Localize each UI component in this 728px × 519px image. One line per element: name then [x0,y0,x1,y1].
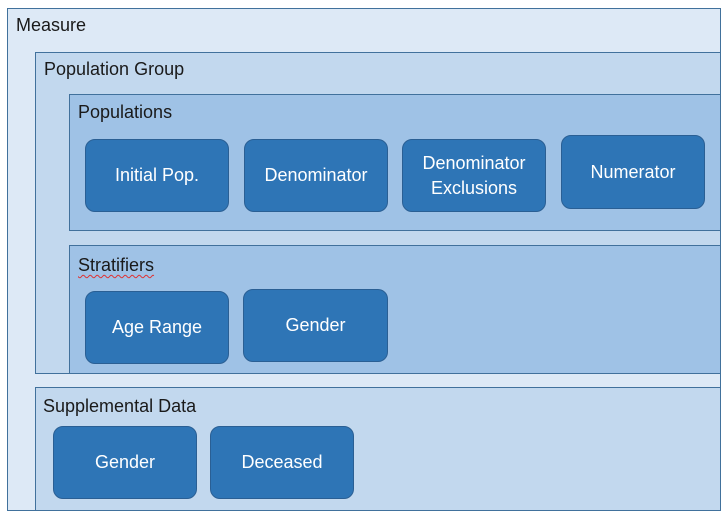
population-group-label: Population Group [44,59,185,79]
populations-label: Populations [78,102,173,122]
age-range-node: Age Range [85,291,229,364]
initial-pop-node: Initial Pop. [85,139,229,212]
numerator-text: Numerator [590,161,676,182]
denominator-exclusions-node: Denominator Exclusions [402,139,546,212]
deceased-text: Deceased [241,452,323,473]
denominator-text: Denominator [264,165,368,186]
age-range-text: Age Range [111,317,203,338]
supplemental-gender-node: Gender [53,426,197,499]
denominator-exclusions-text-line1: Denominator [422,153,526,174]
stratifiers-label: Stratifiers [78,255,155,275]
supplemental-gender-text: Gender [94,452,156,473]
supplemental-data-label: Supplemental Data [43,396,197,416]
measure-label: Measure [16,15,87,35]
numerator-node: Numerator [561,135,705,209]
denominator-node: Denominator [244,139,388,212]
initial-pop-text: Initial Pop. [114,165,200,186]
deceased-node: Deceased [210,426,354,499]
denominator-exclusions-text-line2: Exclusions [430,177,518,198]
stratifier-gender-node: Gender [243,289,388,362]
stratifier-gender-text: Gender [285,315,346,336]
